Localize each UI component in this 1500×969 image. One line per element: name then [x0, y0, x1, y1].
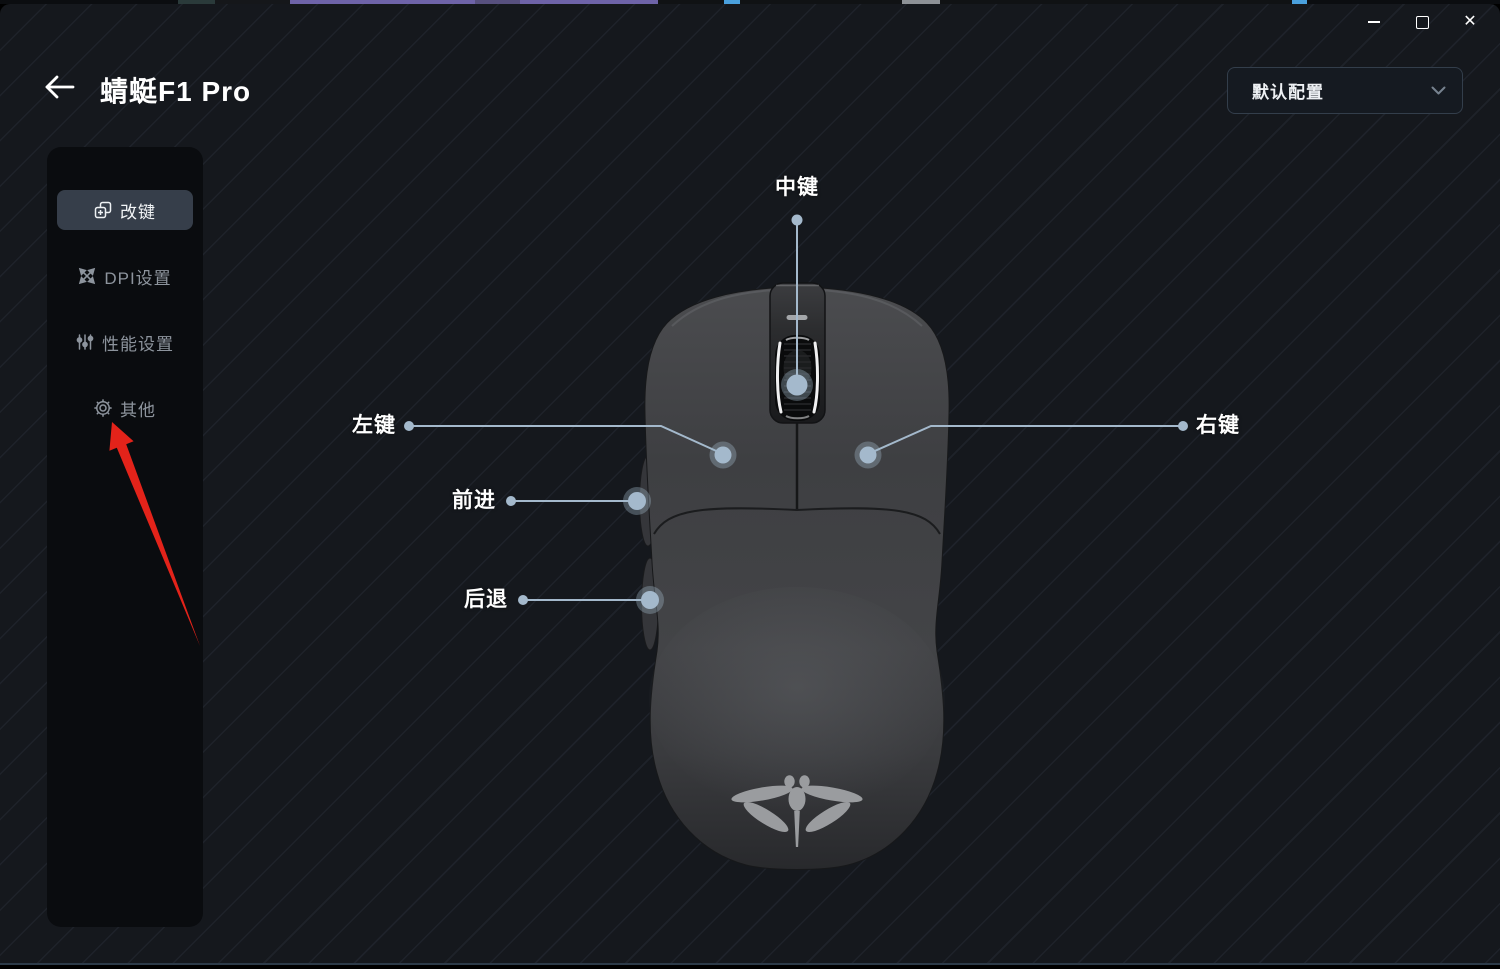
window-controls: ✕	[1350, 4, 1494, 40]
sidebar-item-performance[interactable]: 性能设置	[57, 322, 193, 362]
callout-label-forward-button: 前进	[452, 489, 496, 512]
callout-label-right-button: 右键	[1196, 414, 1240, 437]
profile-dropdown-value: 默认配置	[1252, 83, 1324, 102]
maximize-button[interactable]	[1398, 4, 1446, 40]
sidebar: 改键 DPI设置	[47, 147, 203, 927]
mouse-back-side-button	[641, 557, 659, 651]
minimize-button[interactable]	[1350, 4, 1398, 40]
remap-icon	[94, 201, 112, 219]
back-arrow-icon	[45, 75, 75, 99]
close-icon: ✕	[1463, 13, 1477, 30]
sidebar-item-remap[interactable]: 改键	[57, 190, 193, 230]
mouse-image	[639, 282, 950, 870]
callout-lines	[409, 220, 1183, 601]
background-screen-sliver	[0, 0, 1500, 4]
sidebar-item-dpi[interactable]: DPI设置	[57, 256, 193, 296]
callout-anchors	[404, 214, 1188, 614]
chevron-down-icon	[1431, 86, 1446, 94]
maximize-icon	[1415, 15, 1429, 29]
sidebar-item-label: 其他	[120, 400, 156, 420]
sidebar-item-label: 性能设置	[102, 334, 174, 354]
sliders-icon	[76, 333, 94, 351]
gear-icon	[94, 399, 112, 417]
callout-label-middle-button: 中键	[775, 176, 819, 199]
sidebar-item-other[interactable]: 其他	[57, 388, 193, 428]
profile-dropdown[interactable]: 默认配置	[1227, 67, 1463, 114]
mouse-body	[644, 286, 950, 870]
minimize-icon	[1368, 21, 1380, 23]
app-window: ✕ 蜻蜓F1 Pro 默认配置	[0, 4, 1500, 965]
button-plate-seam	[653, 507, 941, 535]
mouse-forward-side-button	[639, 455, 657, 547]
wheel-housing	[769, 282, 826, 424]
back-button[interactable]	[42, 72, 76, 102]
dpi-indicator-led	[786, 315, 808, 320]
callout-label-left-button: 左键	[352, 414, 396, 437]
dragonfly-logo	[731, 775, 863, 847]
close-button[interactable]: ✕	[1446, 4, 1494, 40]
dpi-icon	[78, 267, 96, 285]
sidebar-item-label: 改键	[120, 202, 156, 222]
sidebar-item-label: DPI设置	[104, 268, 172, 288]
scroll-wheel	[775, 335, 820, 421]
page-title: 蜻蜓F1 Pro	[100, 76, 252, 107]
callout-label-back-button: 后退	[464, 588, 508, 611]
mouse-diagram	[109, 214, 1188, 870]
